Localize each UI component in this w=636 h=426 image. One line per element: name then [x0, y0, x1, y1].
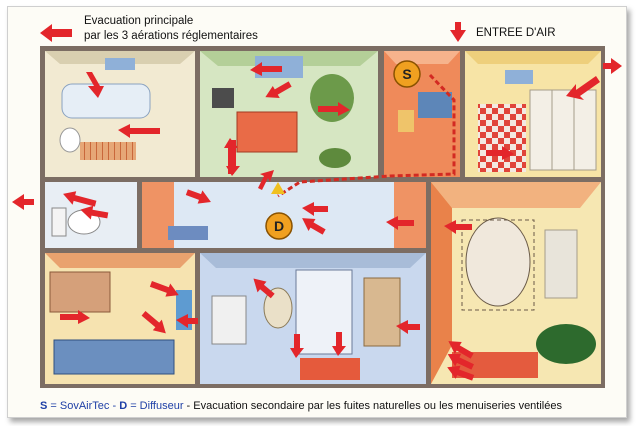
room-bathroom [45, 51, 195, 177]
legend-s-value: = SovAirTec [47, 400, 110, 412]
airflow-arrows [12, 22, 622, 381]
legend-separator: - [109, 400, 120, 412]
room-dining [431, 182, 601, 384]
exit-arrow-right-icon [603, 58, 622, 74]
exit-arrow-left-icon [12, 194, 34, 210]
evacuation-arrow-icon [40, 24, 72, 42]
room-utility [384, 51, 460, 177]
diffuser-marker: D [265, 182, 293, 240]
legend-description: - Evacuation secondaire par les fuites n… [183, 400, 562, 412]
legend-d-key: D [119, 400, 128, 412]
air-inlet-label: ENTREE D'AIR [476, 27, 556, 39]
legend-d-value: = Diffuseur [127, 400, 184, 412]
room-kitchen [465, 51, 601, 177]
d-marker-label: D [274, 218, 284, 234]
room-bedroom [200, 253, 426, 384]
legend-s-key: S [40, 400, 48, 412]
sovairtec-marker: S [393, 60, 421, 88]
air-inlet-arrow-icon [450, 22, 466, 42]
room-living [200, 51, 378, 177]
room-laundry [45, 253, 195, 384]
s-marker-label: S [402, 66, 411, 82]
air-duct-path [277, 73, 456, 198]
legend: S = SovAirTec - D = Diffuseur - Evacuati… [40, 400, 562, 412]
room-toilet [45, 182, 137, 248]
diagram-title-line2: par les 3 aérations réglementaires [84, 30, 258, 42]
diagram-title-line1: Evacuation principale [84, 15, 194, 27]
